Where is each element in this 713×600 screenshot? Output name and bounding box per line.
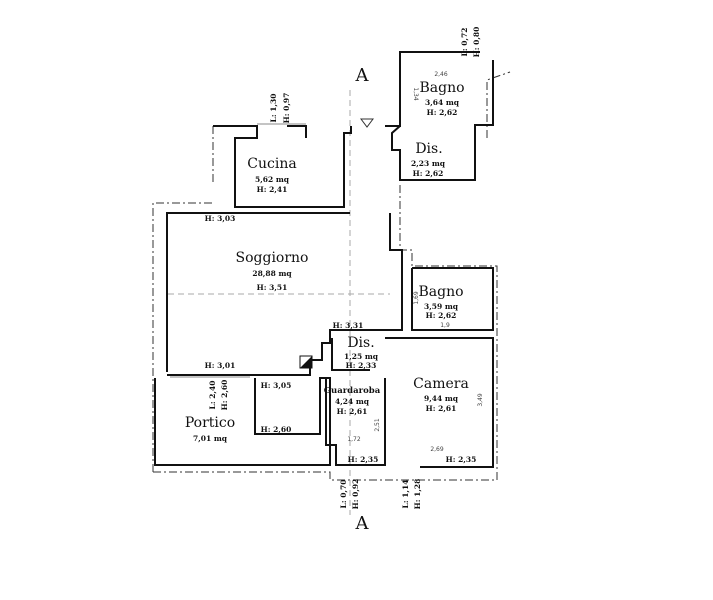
level-marker-icon — [360, 118, 374, 128]
bagno-right-height: H: 2,62 — [426, 311, 457, 320]
cucina-name: Cucina — [247, 156, 296, 172]
camera-height-bottom: H: 2,35 — [446, 455, 477, 464]
soggiorno-height-bottom: H: 3,01 — [205, 361, 236, 370]
camera-dim-h: 3,49 — [477, 393, 484, 407]
bagno-right-name: Bagno — [418, 284, 463, 300]
guardaroba-window-l: L: 0,70 — [339, 480, 348, 509]
bagno-window-h: H: 0,80 — [472, 27, 481, 58]
guardaroba-name: Guardaroba — [324, 386, 381, 396]
property-boundary — [152, 71, 511, 481]
guardaroba-dim-w: 1,72 — [347, 436, 361, 443]
guardaroba-area: 4,24 mq — [335, 397, 370, 406]
portico-height: H: 2,60 — [261, 425, 292, 434]
bagno-top-dim-w: 2,46 — [434, 71, 448, 78]
dis-center-name: Dis. — [347, 335, 374, 351]
bagno-top-area: 3,64 mq — [425, 98, 460, 107]
cucina-window-h: H: 0,97 — [282, 93, 291, 124]
camera-window-h: H: 1,28 — [413, 479, 422, 510]
soggiorno-height-step: H: 3,31 — [333, 321, 364, 330]
bagno-right-dim-h: 1,69 — [413, 291, 420, 305]
guardaroba-window-h: H: 0,92 — [351, 479, 360, 510]
bagno-window-l: L: 0,72 — [460, 28, 469, 57]
dis-top-name: Dis. — [415, 141, 442, 157]
soggiorno-name: Soggiorno — [236, 250, 309, 266]
guardaroba-dim-h: 2,51 — [374, 418, 381, 432]
bagno-right-dim-w: 1,9 — [440, 322, 450, 329]
portico-height-top: H: 3,05 — [261, 381, 292, 390]
dis-top-area: 2,23 mq — [411, 159, 446, 168]
stair-icon — [299, 355, 313, 369]
camera-area: 9,44 mq — [424, 394, 459, 403]
camera-name: Camera — [413, 376, 469, 392]
guardaroba-height: H: 2,61 — [337, 407, 368, 416]
walls — [154, 51, 494, 468]
bagno-right-area: 3,59 mq — [424, 302, 459, 311]
section-mark-bottom: A — [355, 513, 370, 534]
dis-center-height: H: 2,33 — [346, 361, 377, 370]
portico-area: 7,01 mq — [193, 434, 228, 443]
section-mark-top: A — [355, 65, 370, 86]
bagno-top-height: H: 2,62 — [427, 108, 458, 117]
camera-window-l: L: 1,14 — [401, 480, 410, 509]
bagno-top-name: Bagno — [419, 80, 464, 96]
cucina-height: H: 2,41 — [257, 185, 288, 194]
portico-door-h: H: 2,60 — [220, 380, 229, 411]
soggiorno-height: H: 3,51 — [257, 283, 288, 292]
cucina-window-l: L: 1,30 — [269, 94, 278, 123]
cucina-area: 5,62 mq — [255, 175, 290, 184]
dis-center-area: 1,25 mq — [344, 352, 379, 361]
camera-height: H: 2,61 — [426, 404, 457, 413]
portico-name: Portico — [185, 415, 235, 431]
soggiorno-height-top: H: 3,03 — [205, 214, 236, 223]
guardaroba-height-bottom: H: 2,35 — [348, 455, 379, 464]
bagno-top-dim-h: 1,34 — [412, 87, 419, 101]
soggiorno-area: 28,88 mq — [252, 269, 292, 278]
dis-top-height: H: 2,62 — [413, 169, 444, 178]
portico-door-l: L: 2,40 — [208, 381, 217, 410]
camera-dim-w: 2,69 — [430, 446, 444, 453]
